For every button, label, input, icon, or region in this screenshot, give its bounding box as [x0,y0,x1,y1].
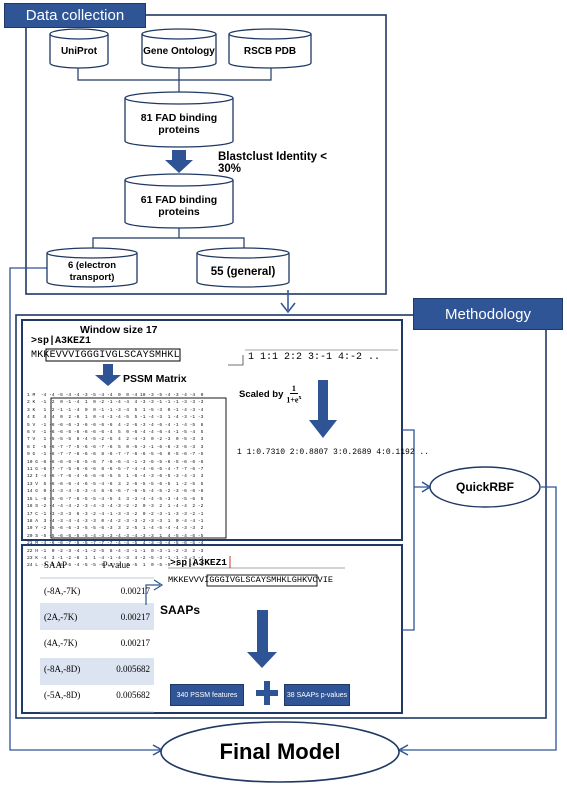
pssm-matrix-row: 13 V 5 -6 -6 -6 -4 -6 -5 -4 -6 3 2 -6 -5… [27,481,204,487]
pvalue-cell: 0.00217 [120,638,150,648]
pvalue-cell: 0.005682 [116,664,150,674]
saap-table: SAAP P-value (-8A,-7K) 0.00217 (2A,-7K) … [40,552,154,708]
electron-transport-db: 6 (electron transport) [67,260,117,283]
pssm-matrix-row: 11 G -6 -7 -7 -5 -6 -6 -6 8 -6 -5 -7 -4 … [27,467,204,473]
pssm-matrix-row: 21 M -4 -6 -6 -7 -5 -5 -7 -7 -7 -4 -4 -5… [27,541,204,547]
pssm-matrix-row: 1 M -4 -4 -5 -4 -4 -3 -5 -4 -4 0 0 -4 10… [27,393,204,398]
general-db: 55 (general) [210,266,276,278]
saap-cell: (4A,-7K) [44,638,78,648]
pssm-matrix-label: PSSM Matrix [123,373,187,385]
pvalue-col-header: P-value [102,560,131,570]
scaled-by-text: Scaled by [239,388,284,400]
formula-denominator: 1+ex [286,394,301,405]
saap-cell: (-5A,-8D) [44,690,81,700]
pssm-matrix-row: 9 G -1 -6 -7 -7 -6 -6 -6 8 -6 -7 -7 -6 -… [27,452,204,458]
saap-cell: (2A,-7K) [44,612,78,622]
window-size-label: Window size 17 [80,324,158,336]
pssm-matrix-row: 12 I -4 -6 -7 -6 -4 -6 -6 -6 -5 5 1 -6 -… [27,474,204,480]
pvalue-cell: 0.00217 [120,586,150,596]
saap-protein-sequence: MKKEVVVIGGGIVGLSCAYSMHKLGHKVCVIE [168,575,334,585]
pvalue-cell: 0.00217 [120,612,150,622]
pvalue-cell: 0.005682 [116,690,150,700]
saap-table-header: SAAP P-value [40,552,154,578]
pssm-matrix-row: 6 V -1 -6 -6 -5 -6 -6 -6 -6 -4 5 0 -6 -4… [27,430,204,436]
table-row: (4A,-7K) 0.00217 [40,630,154,656]
table-row: (-5A,-8D) 0.005682 [40,682,154,708]
saap-panel [21,544,403,714]
methodology-frame [15,314,547,719]
pssm-matrix-row: 20 S -5 -5 -6 -6 -5 -5 -4 -3 -3 -4 -3 -4… [27,533,204,539]
pssm-matrix-row: 22 H -1 0 -2 -3 -4 -1 -2 -5 8 -4 -3 -1 -… [27,548,204,554]
saap-cell: (-8A,-8D) [44,664,81,674]
saap-features-box: 38 SAAPs p-values [284,684,350,706]
formula-denominator-base: 1+e [286,395,299,405]
final-model-node: Final Model [219,739,341,764]
plus-icon [256,681,278,705]
pssm-matrix-row: 14 G 0 -4 -3 -4 -5 -3 -4 6 -6 -6 -7 -6 -… [27,489,204,495]
pssm-matrix-row: 5 V -1 -6 -6 -6 -3 -6 -6 -6 -6 4 -2 -6 -… [27,422,204,428]
saap-sequence-header: >sp|A3KEZ1 [170,557,228,568]
table-row: (-8A,-7K) 0.00217 [40,578,154,604]
pssm-matrix-row: 2 K -1 2 0 -1 -4 1 0 -2 -1 -4 -4 4 -3 -3… [27,400,204,406]
sigmoid-formula: 1 1+ex [286,384,301,405]
fad-61-db: 61 FAD binding proteins [140,194,218,218]
rscb-pdb-db: RSCB PDB [243,46,297,57]
sequence-header: >sp|A3KEZ1 [31,336,92,347]
saaps-label: SAAPs [160,603,201,617]
data-collection-frame [25,14,387,295]
pssm-matrix-row: 3 K 1 2 -1 -1 -4 0 0 -1 -1 -3 -4 5 1 -5 … [27,407,204,413]
pssm-matrix-row: 16 S -2 -4 -4 -4 -2 -3 -4 -3 -4 -3 -2 -2… [27,504,204,510]
raw-feature-vector: 1 1:1 2:2 3:-1 4:-2 .. [248,352,381,363]
scaled-feature-vector: 1 1:0.7310 2:0.8807 3:0.2689 4:0.1192 .. [237,448,430,457]
data-collection-header: Data collection [4,3,146,28]
pssm-matrix-row: 17 C -1 -3 -3 -3 6 -3 -2 -4 -1 -3 -3 -2 … [27,511,204,517]
table-row: (-8A,-8D) 0.005682 [40,656,154,682]
blastclust-arrow [165,150,193,173]
saap-col-header: SAAP [44,560,68,570]
fad-81-db: 81 FAD binding proteins [140,112,218,136]
pssm-matrix-row: 4 E 4 4 0 2 -6 1 0 -4 -3 -4 -5 5 -1 -4 -… [27,415,204,421]
pssm-matrix-row: 18 A 3 -4 -3 -4 -4 -3 -3 0 -4 -2 -3 -3 -… [27,518,204,524]
formula-exponent: x [298,395,302,401]
pssm-matrix-row: 24 L -3 -5 -6 -6 -4 -5 -5 -6 -5 2 3 -5 1… [27,563,204,569]
pssm-matrix-row: 7 V 1 -5 -5 -5 6 -4 -5 -2 -5 4 2 -4 -3 0… [27,437,204,443]
protein-sequence: MKKEVVVIGGGIVGLSCAYSMHKL [31,350,180,361]
uniprot-db: UniProt [60,46,98,57]
pssm-features-box: 340 PSSM features [170,684,244,706]
pssm-arrow [95,364,121,386]
blastclust-label: Blastclust Identity < 30% [218,151,327,175]
pssm-matrix-row: 19 Y -2 -5 -6 -6 -3 -5 -5 -6 -3 3 2 -5 1… [27,526,204,532]
table-row: (2A,-7K) 0.00217 [40,604,154,630]
pssm-matrix-row: 8 I -5 -6 -7 -7 -5 -6 -6 -7 -6 5 0 -6 -3… [27,444,204,450]
scaled-by-label: Scaled by 1 1+ex [239,384,301,405]
saap-cell: (-8A,-7K) [44,586,81,596]
pssm-matrix-row: 15 L -6 -5 -6 -7 -6 -5 -5 -4 -5 4 3 -3 -… [27,496,204,502]
saap-arrow [247,610,277,668]
scale-arrow [309,380,337,438]
formula-numerator: 1 [289,384,298,394]
quickrbf-node: QuickRBF [455,480,514,494]
pssm-matrix-row: 23 K -4 3 -1 -2 -6 1 1 -4 -1 -4 -3 4 -2 … [27,555,204,561]
pssm-matrix-row: 10 G -6 -6 -6 -6 -6 -5 -6 7 -6 -6 -4 -1 … [27,459,204,465]
pssm-matrix: 1 M -4 -4 -5 -4 -4 -3 -5 -4 -4 0 0 -4 10… [27,392,203,570]
gene-ontology-db: Gene Ontology [143,46,215,57]
methodology-header: Methodology [413,298,563,330]
